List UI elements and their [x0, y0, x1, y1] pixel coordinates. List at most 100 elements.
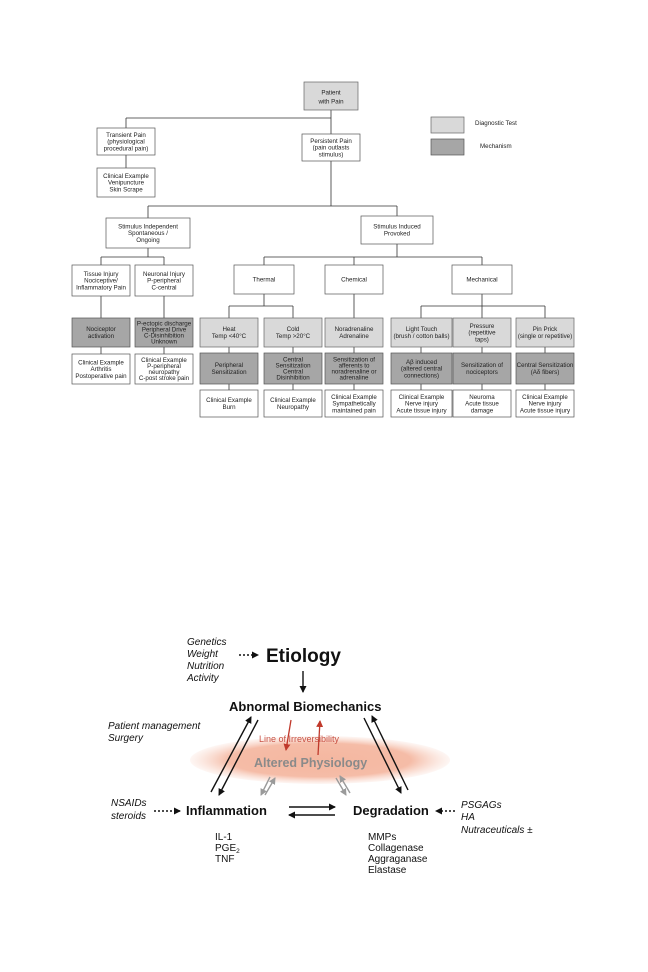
flow-box-text: damage: [471, 407, 494, 414]
flow-box-text: (Aδ fibers): [531, 369, 560, 376]
flow-box-text: Clinical Example: [331, 394, 377, 401]
flow-box-rect: [515, 317, 575, 348]
flow-box-mechanical: Mechanical: [451, 264, 513, 295]
flow-box-text: Patient: [321, 89, 341, 96]
legend-diagnostic-label: Diagnostic Test: [475, 120, 517, 127]
abnormal-biomechanics-label: Abnormal Biomechanics: [229, 699, 381, 714]
inflammation-label: Inflammation: [186, 803, 267, 818]
etiology-factor: Activity: [186, 673, 220, 684]
flow-box-rect: [263, 389, 323, 418]
flow-box-text: Heat: [222, 326, 235, 333]
flow-box-text: Acute tissue injury: [396, 407, 447, 414]
flow-box-text: Temp >20°C: [276, 333, 311, 340]
altered-physiology-ellipse: [190, 736, 450, 784]
flow-box-text: Neuropathy: [277, 404, 310, 411]
flow-box-rect: [105, 217, 191, 249]
inflammation-mediator: IL-1: [215, 832, 233, 843]
flow-box-text: maintained pain: [332, 407, 376, 414]
flow-box-rect: [324, 317, 384, 348]
inflammation-mediator: TNF: [215, 854, 234, 865]
flow-box-rect: [301, 133, 361, 162]
flow-box-pinprick: Pin Prick(single or repetitive): [515, 317, 575, 348]
flow-box-rect: [390, 389, 453, 418]
flow-box-text: with Pain: [317, 98, 344, 105]
flow-box-text: Stimulus Induced: [373, 224, 421, 231]
management-item: Patient management: [108, 721, 202, 732]
flow-box-text: Aβ induced: [406, 359, 438, 366]
flow-box-rect: [96, 167, 156, 198]
flow-box-rect: [515, 352, 575, 385]
flow-box-text: stimulus): [319, 151, 344, 158]
flow-box-rect: [134, 317, 194, 348]
flow-box-text: Acute tissue injury: [520, 407, 571, 414]
flow-box-text: Sympathetically: [332, 401, 376, 408]
flow-box-rect: [390, 317, 453, 348]
flow-box-text: Clinical Example: [270, 397, 316, 404]
flow-box-rect: [134, 353, 194, 385]
flow-box-text: Burn: [222, 404, 236, 411]
altered-physiology-label: Altered Physiology: [254, 756, 367, 770]
etiology-factor: Weight: [187, 649, 219, 660]
flow-box-text: Disinhibition: [276, 374, 310, 381]
flow-box-text: Skin Scrape: [109, 186, 143, 193]
flow-box-ex-symp: Clinical ExampleSympatheticallymaintaine…: [324, 389, 384, 418]
legend-diagnostic-swatch: [430, 116, 465, 134]
flow-box-text: Nerve injury: [528, 401, 562, 408]
flow-box-rect: [360, 215, 434, 245]
flow-box-text: activation: [88, 333, 115, 340]
flow-box-text: Noradrenaline: [335, 326, 374, 333]
flow-box-text: noradrenaline or: [331, 368, 376, 375]
flow-box-text: Ongoing: [136, 237, 160, 244]
flow-box-rect: [199, 389, 259, 418]
flow-box-text: Adrenaline: [339, 333, 369, 340]
flow-box-text: Clinical Example: [141, 357, 187, 364]
flow-box-text: Tissue Injury: [84, 271, 120, 278]
flow-box-rect: [324, 264, 384, 295]
flow-box-text: Acute tissue: [465, 401, 499, 408]
flow-box-rect: [324, 389, 384, 418]
flow-box-text: Nociceptor: [86, 326, 116, 333]
flow-box-ex-neuro: Clinical ExampleP-peripheralneuropathyC-…: [134, 353, 194, 385]
etiology-factor: Genetics: [187, 637, 226, 648]
degradation-enzyme: Collagenase: [368, 843, 424, 854]
flow-box-text: Sensitization: [211, 369, 247, 376]
management-item: Surgery: [108, 733, 144, 744]
flow-box-text: P-peripheral: [147, 278, 181, 285]
flow-box-text: Clinical Example: [206, 397, 252, 404]
etiology-factor: Nutrition: [187, 661, 225, 672]
flow-box-text: P-peripheral: [147, 363, 181, 370]
flow-box-text: Peripheral Drive: [142, 326, 187, 333]
flow-box-rect: [233, 264, 295, 295]
flow-box-text: Nociceptive/: [84, 278, 118, 285]
flow-box-text: Light Touch: [406, 326, 438, 333]
flow-box-text: Persistent Pain: [310, 138, 352, 145]
flow-box-central-ad: Central Sensitization(Aδ fibers): [515, 352, 575, 385]
flow-box-text: Neuroma: [469, 394, 495, 401]
flow-box-text: Neuronal Injury: [143, 271, 186, 278]
degradation-enzyme: MMPs: [368, 832, 396, 843]
flow-box-text: afferents to: [339, 362, 370, 369]
flow-box-text: connections): [404, 372, 439, 379]
flow-box-rect: [96, 127, 156, 156]
flow-box-text: (altered central: [401, 366, 442, 373]
flow-box-text: adrenaline: [340, 374, 369, 381]
flow-box-text: Thermal: [253, 277, 276, 284]
flow-box-rect: [452, 352, 512, 385]
flow-box-text: Peripheral: [215, 362, 243, 369]
flow-box-rect: [515, 389, 575, 418]
flow-box-text: Stimulus Independent: [118, 223, 178, 230]
flow-box-text: Clinical Example: [399, 394, 445, 401]
flow-box-rect: [263, 352, 323, 385]
inflammation-drug: steroids: [111, 811, 146, 822]
